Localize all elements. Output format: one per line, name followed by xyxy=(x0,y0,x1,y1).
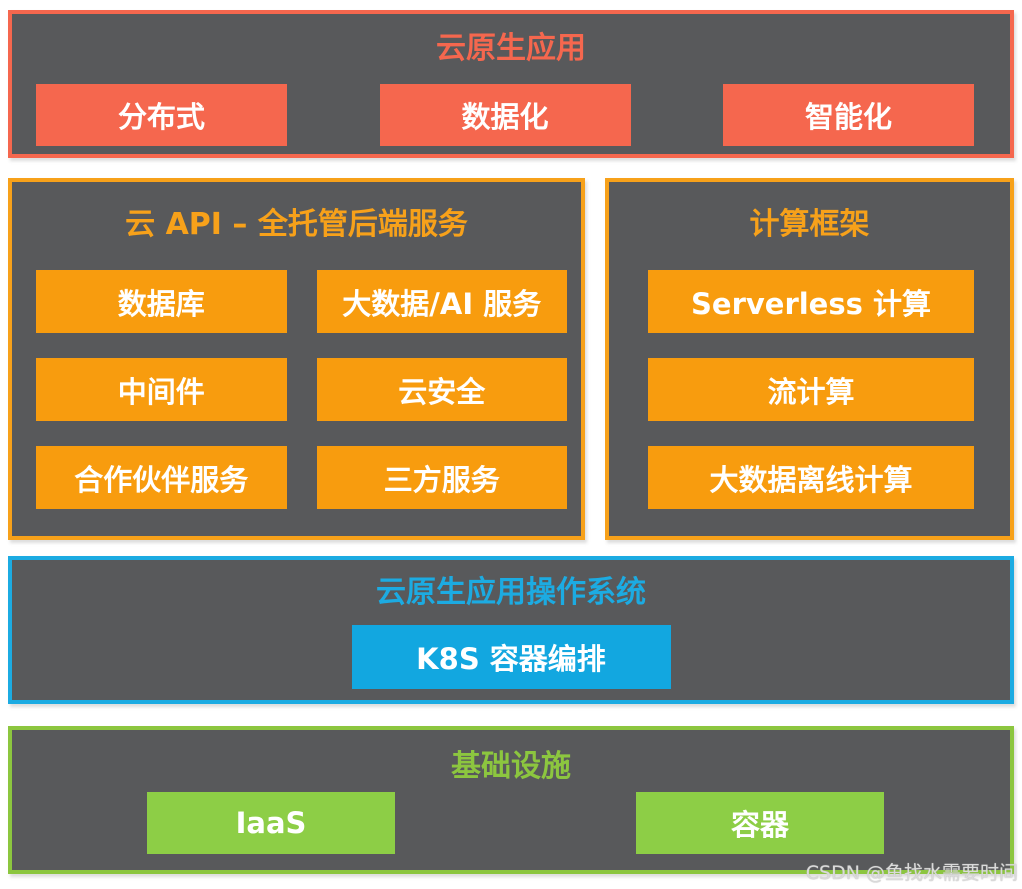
block-data-driven: 数据化 xyxy=(379,84,631,146)
block-intelligent: 智能化 xyxy=(723,84,974,146)
block-database: 数据库 xyxy=(36,270,287,333)
app-layer-blocks: 分布式 数据化 智能化 xyxy=(12,84,1010,146)
compute-layer-title: 计算框架 xyxy=(749,207,870,242)
compute-layer-blocks: Serverless 计算 流计算 大数据离线计算 xyxy=(609,270,1010,509)
block-middleware: 中间件 xyxy=(36,358,287,421)
layer-cloud-api: 云 API – 全托管后端服务 数据库 大数据/AI 服务 中间件 云安全 合作… xyxy=(8,178,585,540)
block-k8s-orchestration: K8S 容器编排 xyxy=(351,625,671,689)
block-cloud-security: 云安全 xyxy=(316,358,567,421)
infra-layer-blocks: IaaS 容器 xyxy=(12,792,1010,854)
layer-compute-framework: 计算框架 Serverless 计算 流计算 大数据离线计算 xyxy=(605,178,1014,540)
layer-cloud-native-os: 云原生应用操作系统 K8S 容器编排 xyxy=(8,556,1014,704)
middle-row: 云 API – 全托管后端服务 数据库 大数据/AI 服务 中间件 云安全 合作… xyxy=(8,178,1014,540)
block-container: 容器 xyxy=(636,792,884,854)
block-partner-services: 合作伙伴服务 xyxy=(36,446,287,509)
layer-cloud-native-app: 云原生应用 分布式 数据化 智能化 xyxy=(8,10,1014,158)
csdn-watermark: CSDN @鱼找水需要时间 xyxy=(805,862,1018,884)
block-distributed: 分布式 xyxy=(36,84,287,146)
block-bigdata-offline-compute: 大数据离线计算 xyxy=(648,446,974,509)
os-layer-title: 云原生应用操作系统 xyxy=(376,575,646,610)
api-layer-blocks: 数据库 大数据/AI 服务 中间件 云安全 合作伙伴服务 三方服务 xyxy=(12,270,581,509)
layer-infrastructure: 基础设施 IaaS 容器 xyxy=(8,726,1014,874)
block-stream-compute: 流计算 xyxy=(648,358,974,421)
block-bigdata-ai-service: 大数据/AI 服务 xyxy=(316,270,567,333)
api-layer-title: 云 API – 全托管后端服务 xyxy=(125,207,468,242)
app-layer-title: 云原生应用 xyxy=(436,31,586,66)
infra-layer-title: 基础设施 xyxy=(451,749,571,784)
block-iaas: IaaS xyxy=(147,792,395,854)
block-third-party-services: 三方服务 xyxy=(316,446,567,509)
block-serverless-compute: Serverless 计算 xyxy=(648,270,974,333)
